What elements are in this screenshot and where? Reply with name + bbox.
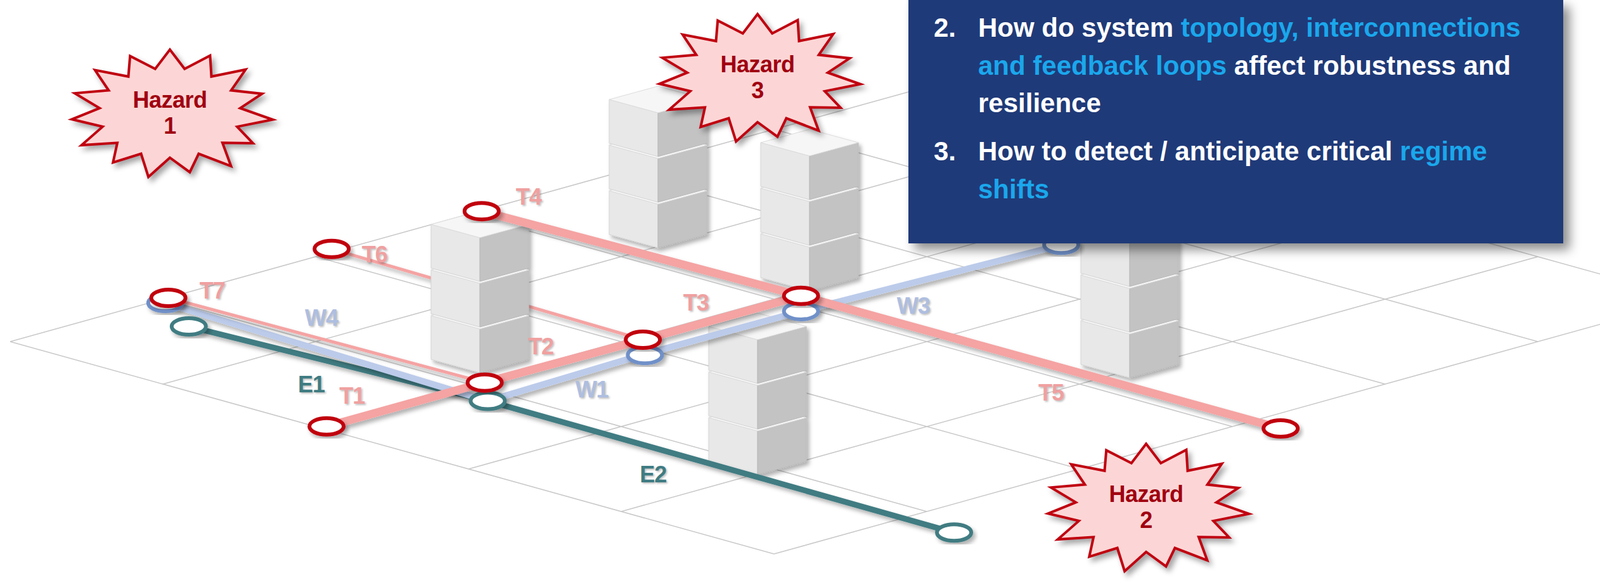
question-text: How do system [978, 12, 1174, 43]
grid-line [162, 299, 927, 512]
hazard-label: Hazard 3 [720, 51, 795, 104]
network-node [470, 393, 505, 410]
building [760, 129, 859, 291]
transport-line [168, 297, 485, 383]
network-node [171, 318, 207, 335]
grid-line [468, 214, 1386, 470]
network-node [1263, 420, 1298, 437]
network-node [625, 331, 660, 349]
line-label: T7 [197, 277, 227, 305]
line-label: W4 [303, 304, 340, 332]
line-label: T2 [526, 333, 556, 361]
transport-line [481, 211, 1281, 429]
line-label: T1 [337, 382, 367, 410]
grid-line [315, 256, 1080, 470]
question-text: How to detect / anticipate critical [978, 136, 1393, 167]
line-label: T6 [360, 241, 390, 269]
hazard-burst: Hazard 3 [649, 7, 866, 148]
question-panel: 2.How do systemtopology, interconnection… [908, 0, 1564, 244]
line-label: T5 [1036, 379, 1066, 407]
network-node [309, 418, 344, 435]
list-item: 3.How to detect / anticipate criticalreg… [933, 132, 1538, 208]
hazard-label: Hazard 2 [1108, 481, 1183, 534]
network-node [936, 524, 972, 541]
network-node [314, 240, 349, 258]
line-label: E1 [296, 371, 327, 399]
item-number: 3. [933, 132, 979, 208]
network-node [784, 287, 819, 305]
building [708, 313, 807, 475]
hazard-burst: Hazard 2 [1038, 437, 1254, 577]
building [609, 86, 707, 248]
hazard-label: Hazard 1 [132, 86, 207, 140]
item-number: 2. [933, 8, 979, 123]
network-node [467, 374, 503, 392]
burst-shape [659, 13, 861, 142]
line-label: T4 [514, 183, 544, 211]
line-label: W1 [573, 376, 611, 404]
ground-grid [10, 86, 1600, 555]
burst-shape [71, 49, 273, 177]
line-label: T3 [681, 289, 711, 317]
building [431, 211, 529, 373]
list-item: 2.How do systemtopology, interconnection… [933, 8, 1538, 123]
hazard-burst: Hazard 1 [62, 43, 278, 183]
line-label: E2 [637, 461, 669, 489]
transport-line [326, 296, 802, 427]
grid-line [468, 214, 1233, 427]
burst-shape [1047, 443, 1249, 572]
water-line [165, 244, 1062, 401]
network-node [464, 202, 499, 220]
item-text: How do systemtopology, interconnections … [978, 8, 1538, 123]
line-label: W3 [895, 292, 932, 320]
network-node [151, 289, 186, 307]
item-text: How to detect / anticipate criticalregim… [978, 132, 1538, 208]
